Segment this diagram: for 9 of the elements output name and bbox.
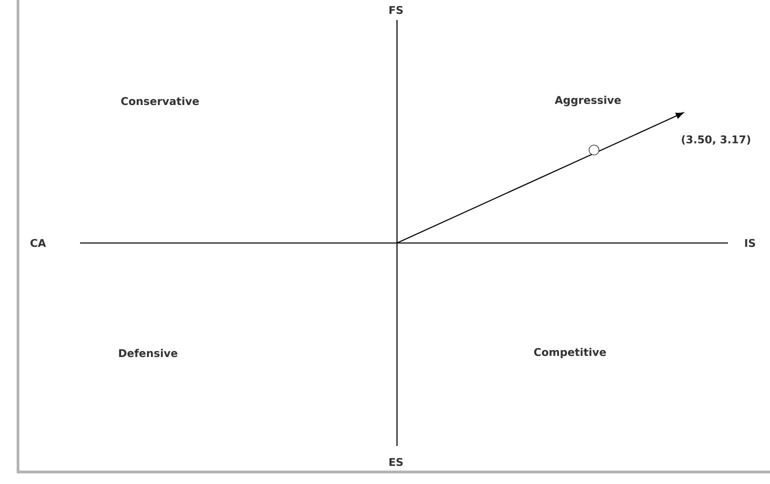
- axis-label: FS: [390, 6, 403, 14]
- axis-label: IS: [745, 238, 756, 248]
- axis-label: ES: [390, 458, 403, 466]
- quadrant-label: Competitive: [534, 348, 606, 358]
- point-label: (3.50, 3.17): [682, 135, 750, 145]
- quadrant-label: Conservative: [121, 96, 199, 106]
- quadrant-label: Defensive: [119, 348, 178, 358]
- axis-label: CA: [30, 238, 46, 248]
- quadrant-label: Aggressive: [554, 96, 621, 106]
